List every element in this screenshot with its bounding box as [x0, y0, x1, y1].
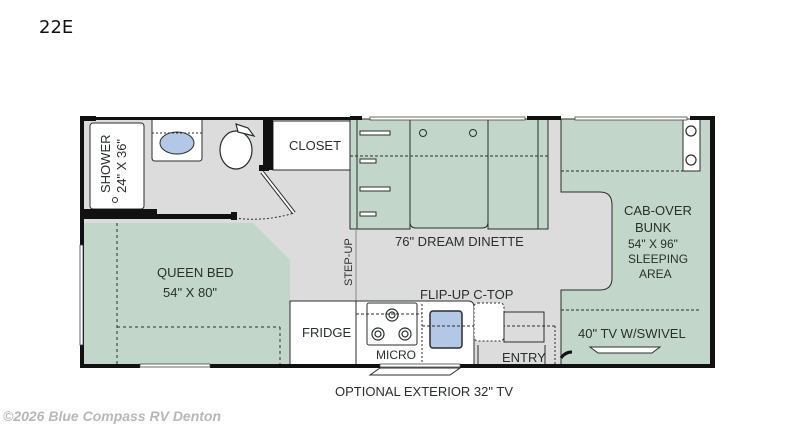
dinette-label: 76" DREAM DINETTE — [395, 234, 524, 249]
queen-bed-size-label: 54" X 80" — [163, 285, 217, 300]
outer-walls — [80, 116, 715, 368]
cabover-label-5: AREA — [639, 267, 672, 281]
flip-up-label: FLIP-UP C-TOP — [420, 287, 513, 302]
cabover-label-4: SLEEPING — [628, 252, 688, 266]
toilet — [219, 123, 256, 170]
shower-label: SHOWER — [98, 135, 113, 194]
dinette-seat-left — [349, 118, 411, 230]
cabover-label-3: 54" X 96" — [628, 237, 678, 251]
cab-fixture — [682, 118, 701, 172]
cabover-bunk — [560, 118, 713, 367]
queen-bed-label: QUEEN BED — [157, 265, 234, 280]
shower-size-label: 24" X 36" — [114, 139, 129, 193]
model-title: 22E — [39, 17, 74, 38]
dinette-seat-right — [487, 118, 549, 230]
galley-sink — [429, 310, 463, 349]
step-up-label: STEP-UP — [343, 238, 355, 286]
watermark: ©2026 Blue Compass RV Denton — [3, 408, 222, 424]
exterior-tv-label: OPTIONAL EXTERIOR 32" TV — [335, 384, 513, 399]
tv-swivel-label: 40" TV W/SWIVEL — [578, 326, 686, 341]
tv-swivel-icon — [588, 346, 662, 354]
entry-label: ENTRY — [502, 350, 546, 365]
queen-bed — [82, 223, 290, 366]
cabover-label-2: BUNK — [635, 220, 671, 235]
fridge-label: FRIDGE — [302, 325, 351, 340]
closet-label: CLOSET — [289, 138, 341, 153]
cabover-label-1: CAB-OVER — [624, 203, 692, 218]
micro-label: MICRO — [376, 348, 416, 362]
dinette-table — [409, 118, 489, 229]
exterior-tv-icon — [368, 367, 462, 376]
